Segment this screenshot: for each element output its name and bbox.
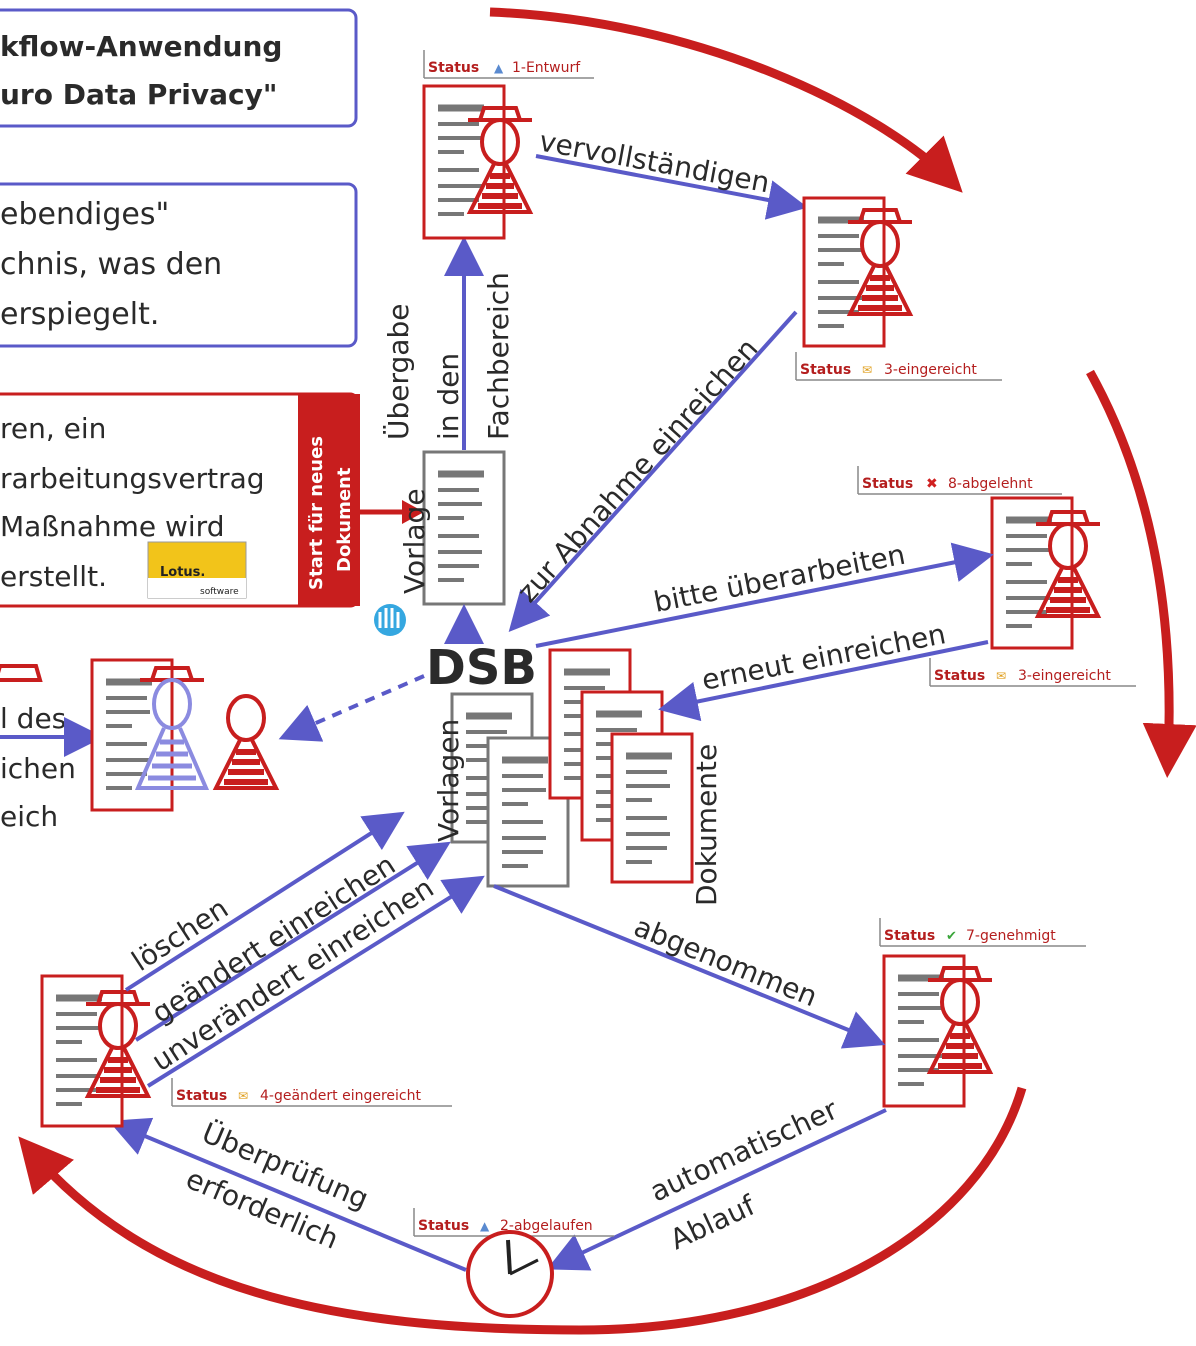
process-line-1: ren, ein [0,412,106,445]
abgenommen-label: abgenommen [629,910,822,1013]
cycle-arc-top [489,7,963,193]
status-3-eingereicht-top: Status ✉ 3-eingereicht [795,352,1002,381]
status-value: 3-eingereicht [884,362,977,378]
vorlagen-label: Vorlagen [432,719,465,842]
status-key: Status [418,1218,469,1234]
pending-icon: ▲ [494,61,504,75]
status-key: Status [934,668,985,684]
clock-icon [466,1230,554,1318]
uebergabe-label-2: in den [432,353,465,440]
start-tab-line-1: Start für neues [306,436,327,590]
process-line-2: rarbeitungsvertrag [0,462,265,495]
uebergabe-label-3: Fachbereich [482,272,515,440]
dokumente-stack [548,648,694,884]
process-line-3: Maßnahme wird [0,510,224,543]
geaendert-document [40,974,150,1128]
handover-document [90,658,210,812]
title-line-1: kflow-Anwendung [0,30,282,63]
eingereicht-document [802,196,912,348]
start-tab[interactable] [298,394,360,606]
automatischer-ablauf-arrow [546,1108,887,1271]
zur-abnahme-label: zur Abnahme einreichen [511,332,765,609]
dsb-person [212,694,280,790]
title-line-2: uro Data Privacy" [0,78,277,111]
status-7-genehmigt: Status ✔ 7-genehmigt [879,918,1086,947]
status-3-eingereicht-right: Status ✉ 3-eingereicht [929,658,1136,687]
ueberpruefung-arrow [108,1117,467,1272]
start-tab-line-2: Dokument [334,467,355,572]
status-4-geaendert: Status ✉ 4-geändert eingereicht [171,1078,452,1107]
envelope-icon: ✉ [238,1089,248,1103]
status-8-abgelehnt: Status ✖ 8-abgelehnt [857,466,1062,495]
start-arrow-head [402,500,424,524]
status-value: 4-geändert eingereicht [260,1088,422,1104]
status-key: Status [884,928,935,944]
left-line-3: eich [0,800,58,833]
assign-dashed-arrow [278,674,425,742]
info-line-1: ebendiges" [0,197,169,232]
pending-icon: ▲ [480,1219,490,1233]
zur-abnahme-arrow [508,310,798,632]
status-value: 8-abgelehnt [948,476,1033,492]
info-line-2: chnis, was den [0,247,222,282]
status-key: Status [428,60,479,76]
unveraendert-arrow [146,875,485,1088]
dsb-label: DSB [426,640,537,696]
rejected-icon: ✖ [926,476,938,492]
cycle-arc-bottom [18,1086,1027,1335]
left-line-1: l des [0,702,66,735]
bitte-ueberarbeiten-arrow [535,542,994,648]
lotus-brand: Lotus. [160,565,205,580]
status-2-abgelaufen: Status ▲ 2-abgelaufen [413,1208,614,1237]
dokumente-label: Dokumente [690,744,723,906]
status-1-entwurf: Status ▲ 1-Entwurf [423,50,594,79]
status-value: 1-Entwurf [512,60,581,76]
title-box [0,8,358,128]
status-value: 3-eingereicht [1018,668,1111,684]
vervollstaendigen-label: vervollständigen [537,124,772,199]
partial-hat [0,664,43,682]
notes-icon [374,604,406,636]
left-line-2: ichen [0,752,76,785]
status-key: Status [800,362,851,378]
status-value: 7-genehmigt [966,928,1056,944]
status-key: Status [862,476,913,492]
check-icon: ✔ [946,929,957,944]
uebergabe-label-1: Übergabe [381,304,415,440]
entwurf-document [422,84,532,240]
geaendert-arrow [134,841,451,1042]
erneut-einreichen-arrow [658,640,989,722]
lotus-sub: software [200,587,239,597]
lotus-logo-band [148,578,246,598]
envelope-icon: ✉ [862,363,872,377]
process-line-4: erstellt. [0,560,107,593]
status-key: Status [176,1088,227,1104]
info-box [0,182,358,348]
vervollstaendigen-arrow [535,154,808,220]
cycle-arc-right [1086,369,1196,778]
status-value: 2-abgelaufen [500,1218,593,1234]
envelope-icon: ✉ [996,669,1006,683]
template-document [422,450,506,606]
vorlage-label: Vorlage [398,488,431,594]
genehmigt-document [882,954,992,1108]
abgenommen-arrow [493,884,886,1049]
handover-person-blue [134,666,210,790]
info-line-3: erspiegelt. [0,297,159,332]
abgelehnt-document [990,496,1100,650]
loeschen-arrow [124,811,405,992]
